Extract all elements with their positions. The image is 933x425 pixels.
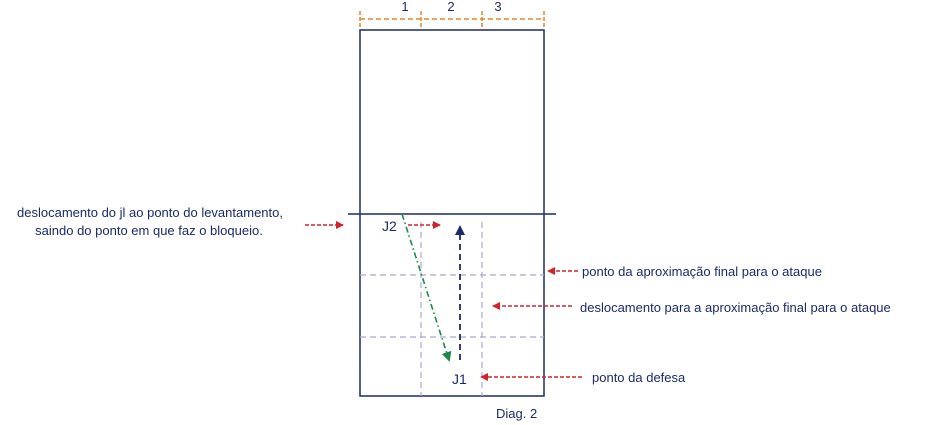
setter-move-label-line2: saindo do ponto em que faz o bloqueio. (35, 223, 263, 238)
defense-point-label: ponto da defesa (592, 370, 686, 385)
zone-label-1: 1 (401, 0, 408, 14)
final-approach-point-label: ponto da aproximação final para o ataque (582, 264, 822, 279)
court-grid (360, 222, 544, 396)
setter-path-arrow (401, 213, 452, 362)
player-j2-label: J2 (382, 218, 397, 234)
setter-move-label-line1: deslocamento do jl ao ponto do levantame… (17, 205, 283, 220)
diagram-caption: Diag. 2 (496, 406, 537, 421)
zone-brackets (359, 11, 545, 27)
player-j1-label: J1 (452, 371, 467, 387)
annotation-arrows (305, 221, 582, 381)
zone-label-2: 2 (447, 0, 454, 14)
move-to-final-approach-label: deslocamento para a aproximação final pa… (580, 300, 891, 315)
zone-label-3: 3 (494, 0, 501, 14)
court-outline (359, 29, 545, 397)
